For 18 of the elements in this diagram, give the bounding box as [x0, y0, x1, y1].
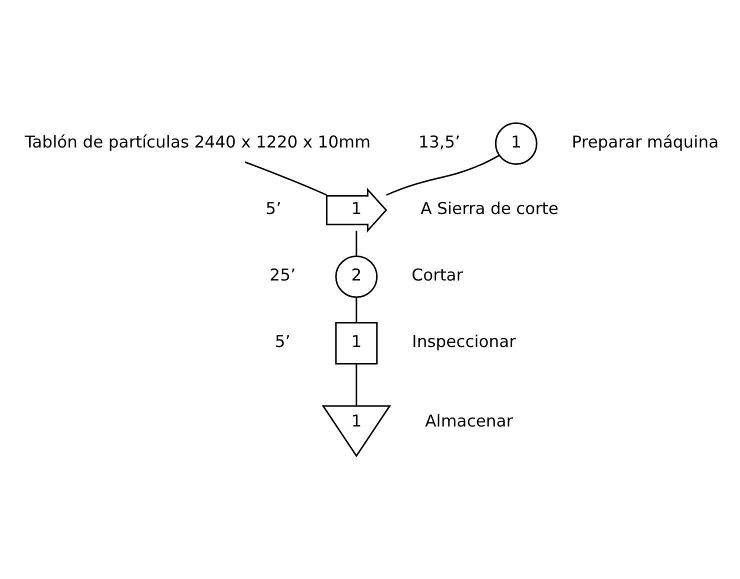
node-label: Almacenar [425, 412, 514, 431]
node-circle: 2 [335, 255, 378, 298]
node-label: Cortar [412, 266, 464, 285]
node-circle: 1 [494, 122, 538, 165]
node-text: Tablón de partículas 2440 x 1220 x 10mm [24, 132, 371, 152]
connector [356, 297, 358, 323]
node-box: 1 [335, 322, 378, 364]
node-label: Inspeccionar [412, 332, 516, 352]
connector [386, 154, 500, 196]
connector [244, 161, 328, 196]
node-label: 13,5’ [418, 132, 460, 152]
connector [356, 364, 358, 406]
node-label: 25’ [270, 266, 296, 285]
node-label: A Sierra de corte [420, 199, 558, 218]
node-label: 5’ [266, 199, 282, 218]
connector [356, 230, 358, 256]
node-label: 5’ [274, 332, 291, 352]
node-label: Preparar máquina [572, 132, 719, 152]
